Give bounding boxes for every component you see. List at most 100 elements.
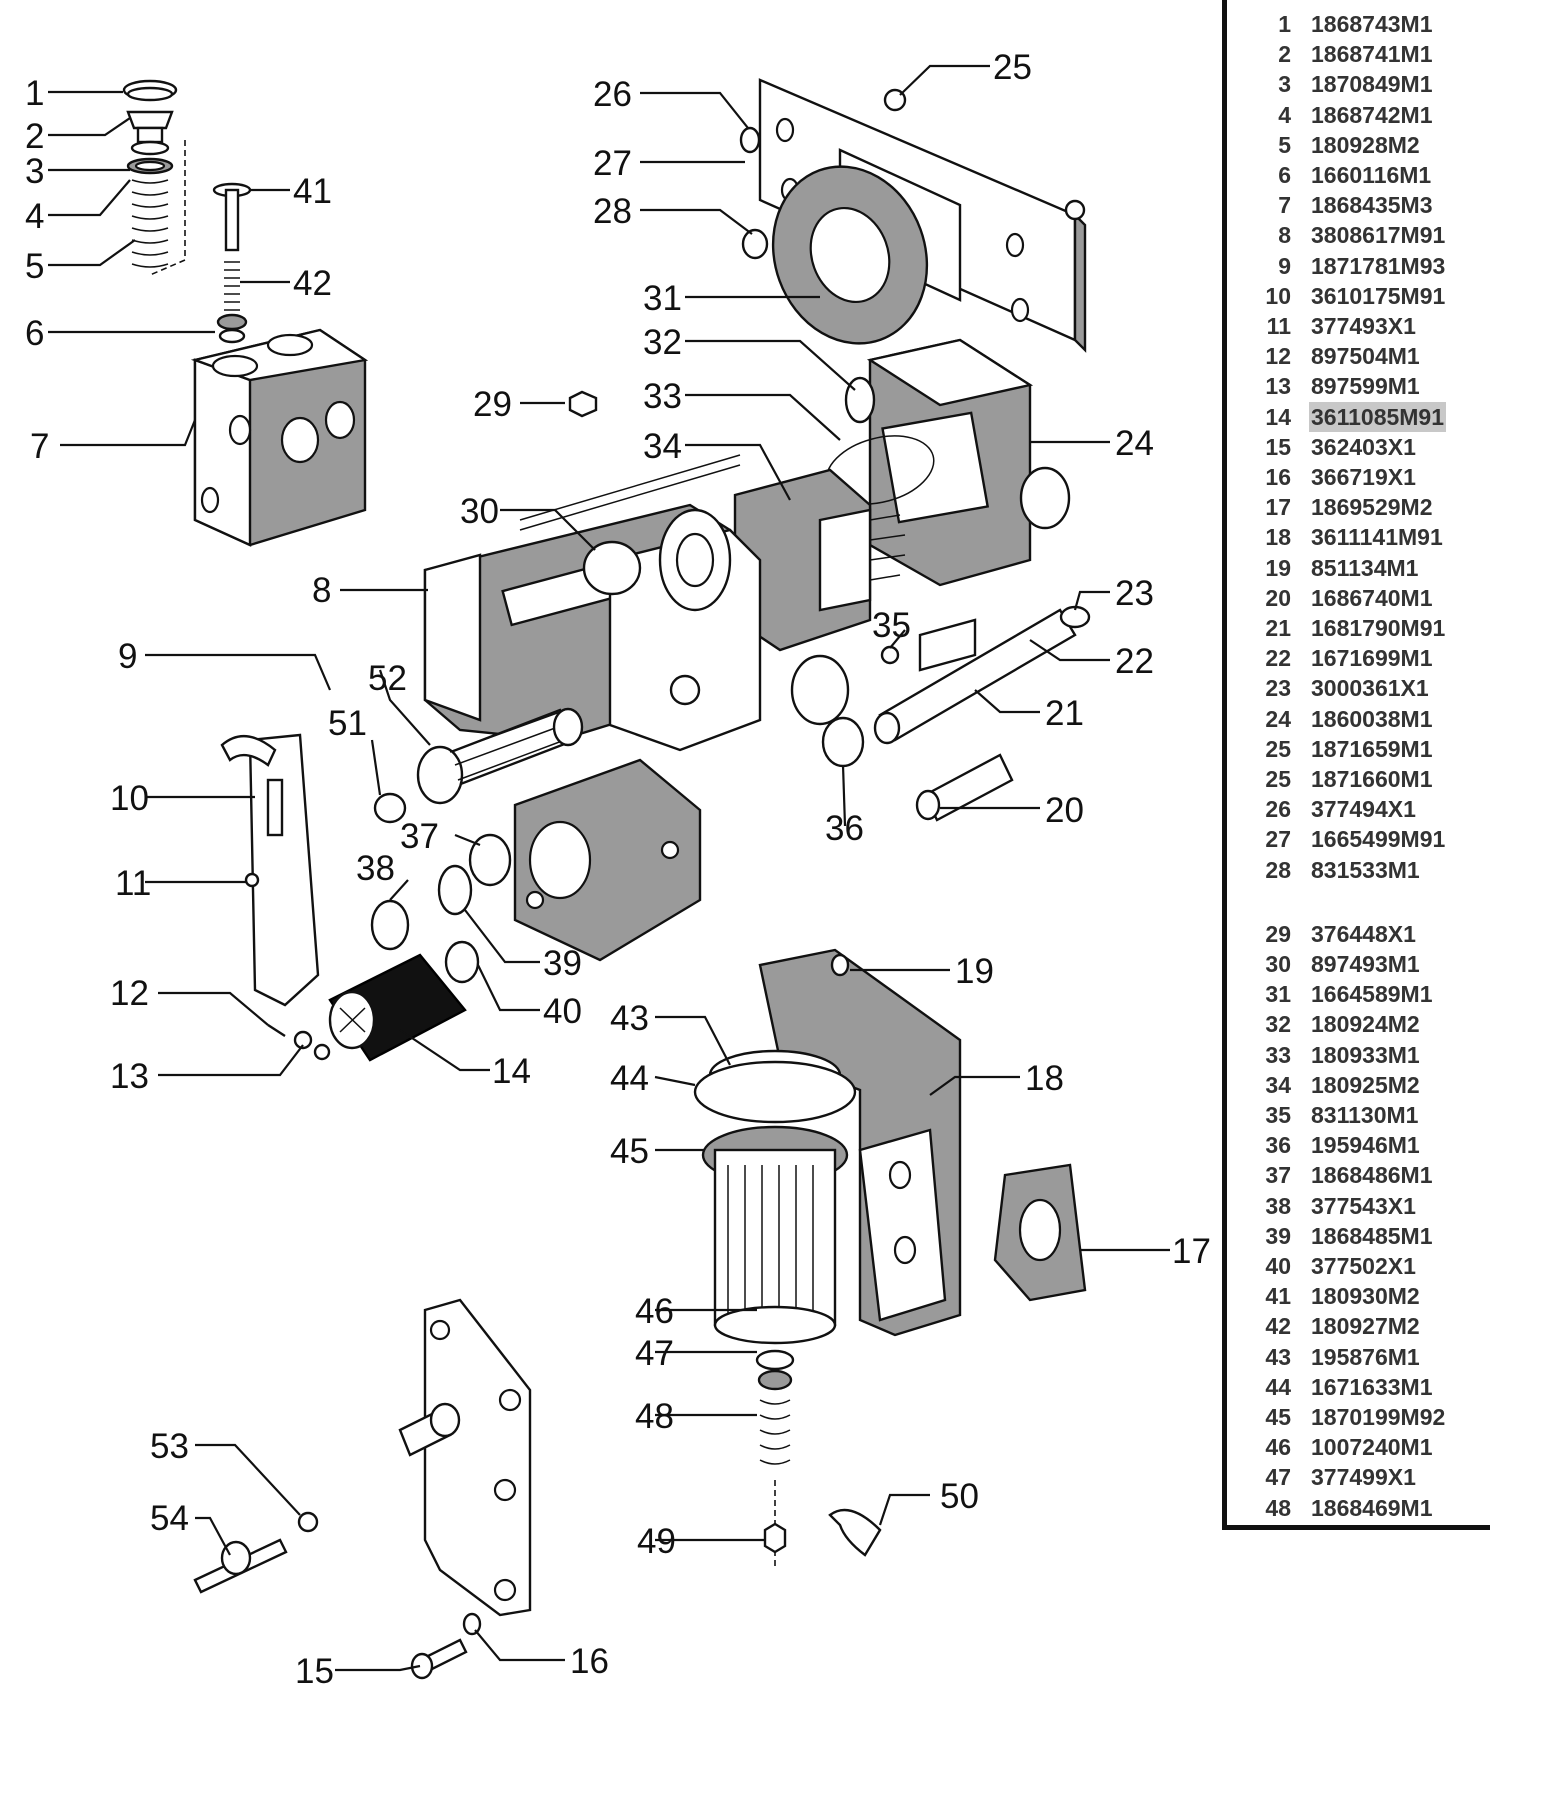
part-code: 1665499M91 [1311,826,1446,853]
part-number: 3 [1278,71,1291,98]
callout-37: 37 [400,817,439,856]
callout-28: 28 [593,192,632,231]
nut-13a [293,1030,313,1050]
part-code: 1671699M1 [1311,645,1433,672]
part-code: 897504M1 [1311,343,1420,370]
part-number: 1 [1278,11,1291,37]
part-code: 1870199M92 [1311,1404,1446,1430]
nut-13b [313,1043,331,1061]
part-code: 897599M1 [1311,373,1420,400]
part-number: 29 [1265,920,1291,947]
part-number: 43 [1265,1343,1291,1370]
nut-29 [568,390,598,418]
part-code: 1686740M1 [1311,584,1433,611]
part-number: 26 [1265,796,1291,823]
part-code: 1868743M1 [1311,11,1433,37]
valve-stack-parts [122,79,186,276]
callout-numbers: 1 2 3 4 5 6 7 8 9 10 11 12 13 14 15 16 1… [25,48,1211,1691]
callout-39: 39 [543,944,582,983]
part-number: 18 [1265,524,1291,551]
callout-54: 54 [150,1499,189,1538]
part-code: 377499X1 [1311,1464,1416,1491]
part-code: 1871781M93 [1311,252,1446,279]
callout-4: 4 [25,197,44,236]
part-number: 40 [1265,1253,1291,1279]
part-number: 44 [1265,1373,1291,1400]
part-number: 7 [1278,192,1291,219]
part-code: 366719X1 [1311,464,1416,490]
callout-20: 20 [1045,791,1084,830]
part-number: 41 [1265,1283,1291,1310]
part-code: 376448X1 [1311,920,1416,947]
stud-54 [193,1538,288,1594]
part-number: 39 [1265,1222,1291,1249]
part-code: 1860038M1 [1311,705,1433,732]
callout-8: 8 [312,571,331,610]
part-code: 831533M1 [1311,856,1420,883]
part-code: 180930M2 [1311,1283,1420,1310]
part-number: 35 [1265,1102,1291,1128]
callout-3: 3 [25,152,44,191]
part-number: 31 [1265,981,1291,1008]
part-code: 1871660M1 [1311,766,1433,792]
filter-head-18 [758,948,962,1337]
part-number: 24 [1265,705,1291,732]
ring-39 [437,864,473,916]
shaft-parts [821,605,1091,822]
part-number: 25 [1265,766,1291,792]
part-number: 17 [1265,494,1291,521]
part-number: 16 [1265,464,1291,490]
parts-list-row: 17 1869529M2 [1247,492,1435,522]
main-housing-8 [423,454,850,752]
part-code: 362403X1 [1311,433,1416,460]
gasket-31 [771,165,929,345]
callout-10: 10 [110,779,149,818]
part-code: 1868741M1 [1311,41,1433,68]
callout-17: 17 [1172,1232,1211,1271]
part-number: 10 [1265,282,1291,309]
callout-6: 6 [25,314,44,353]
part-number: 28 [1265,856,1291,883]
leader-lines [48,64,1170,1672]
callout-33: 33 [643,377,682,416]
part-code: 3000361X1 [1311,675,1429,702]
callout-32: 32 [643,323,682,362]
part-code: 195876M1 [1311,1343,1420,1370]
part-code: 377543X1 [1311,1192,1416,1219]
callout-27: 27 [593,144,632,183]
part-number: 23 [1265,675,1291,702]
lever-bracket-10 [220,733,320,1007]
callout-48: 48 [635,1397,674,1436]
part-number: 9 [1278,252,1291,279]
parts-list-row: 24 1860038M1 [1247,704,1435,734]
part-number: 12 [1265,343,1291,370]
gear-housing-34 [733,468,906,652]
part-code: 1871659M1 [1311,735,1433,762]
part-code: 1869529M2 [1311,494,1433,521]
bolts-15-16 [410,1612,482,1680]
part-code: 180927M2 [1311,1313,1420,1340]
callout-42: 42 [293,264,332,303]
part-number: 4 [1278,101,1291,128]
callout-47: 47 [635,1334,674,1373]
callout-45: 45 [610,1132,649,1171]
callout-46: 46 [635,1292,674,1331]
exploded-parts-diagram: 1 2 3 4 5 6 7 8 9 10 11 12 13 14 15 16 1… [25,48,1211,1691]
splined-shaft-52 [416,707,584,805]
